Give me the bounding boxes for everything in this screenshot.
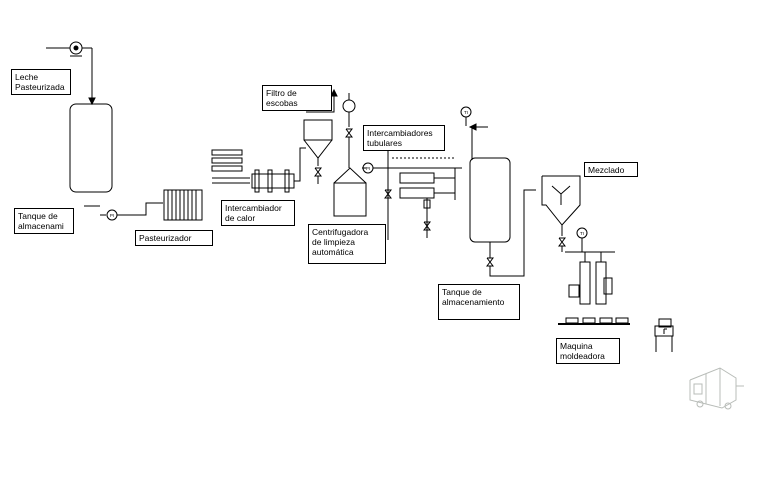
- bag-filter: [303, 119, 333, 184]
- label-tanque-almacenamiento-2: Tanque de almacenamiento: [438, 284, 520, 320]
- label-maquina-text: Maquina moldeadora: [560, 341, 605, 361]
- label-centrifugadora-text: Centrifugadora de limpieza automática: [312, 227, 369, 257]
- label-tanque-almacenamiento-2-text: Tanque de almacenamiento: [442, 287, 505, 307]
- feed-pump: [46, 41, 92, 57]
- bench: [654, 318, 674, 352]
- label-filtro-text: Filtro de escobas: [266, 88, 298, 108]
- label-intercambiadores-tubulares: Intercambiadores tubulares: [363, 125, 445, 151]
- label-leche: Leche Pasteurizada: [11, 69, 71, 95]
- ti-text-1: TI: [464, 110, 468, 115]
- centrifuge: [333, 167, 367, 217]
- pi-text-1: PI: [110, 213, 114, 218]
- label-mezclado-text: Mezclado: [588, 165, 625, 175]
- arrow-milk-in: [88, 97, 96, 106]
- heat-exchanger: [251, 169, 295, 193]
- label-intercambiadores-text: Intercambiadores tubulares: [367, 128, 433, 148]
- pasteurizer: [163, 189, 203, 221]
- pi-text-2: PI: [366, 166, 370, 171]
- label-mezclado: Mezclado: [584, 162, 638, 177]
- storage-tank-2: [469, 157, 511, 243]
- truck-icon: [689, 367, 744, 410]
- label-pasteurizador-text: Pasteurizador: [139, 233, 192, 243]
- pressure-gauge: [342, 99, 356, 113]
- storage-tank-1: [69, 103, 113, 193]
- ti-text-2: TI: [580, 231, 584, 236]
- label-pasteurizador: Pasteurizador: [135, 230, 213, 246]
- label-tanque-almacenamiento-text: Tanque de almacenami: [18, 211, 64, 231]
- plate-stack: [211, 149, 243, 172]
- tubular-exchangers: [392, 157, 456, 200]
- label-centrifugadora: Centrifugadora de limpieza automática: [308, 224, 386, 264]
- mixer: [541, 175, 581, 252]
- label-intercambiador-text: Intercambiador de calor: [225, 203, 282, 223]
- label-intercambiador: Intercambiador de calor: [221, 200, 295, 226]
- label-leche-text: Leche Pasteurizada: [15, 72, 65, 92]
- label-tanque-almacenamiento: Tanque de almacenami: [14, 208, 74, 234]
- label-filtro: Filtro de escobas: [262, 85, 332, 111]
- label-maquina-moldeadora: Maquina moldeadora: [556, 338, 620, 364]
- molding-machine: [558, 251, 630, 325]
